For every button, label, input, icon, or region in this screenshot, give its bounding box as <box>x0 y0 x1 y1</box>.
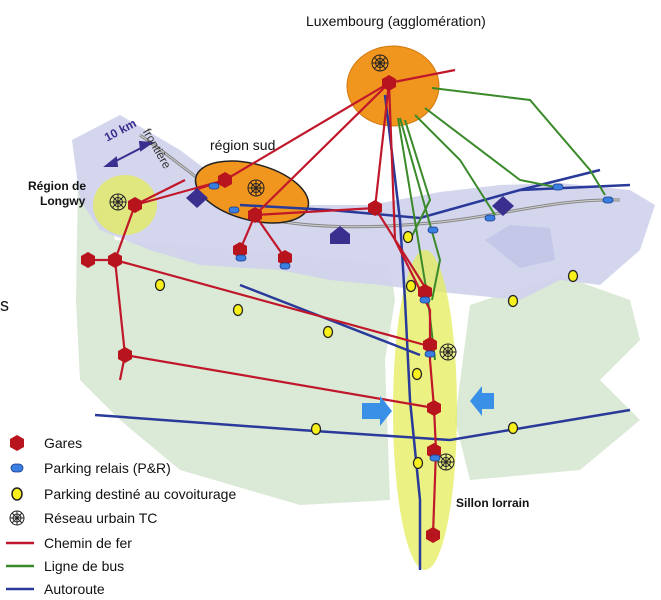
legend-parking-relais: Parking relais (P&R) <box>44 460 171 476</box>
parking-covoiturage <box>154 230 579 470</box>
gare <box>81 252 95 268</box>
region-sud-label: région sud <box>210 137 276 153</box>
gares <box>81 75 441 543</box>
diamond-marker <box>186 188 208 208</box>
web-icon <box>9 510 25 526</box>
gare <box>233 242 247 258</box>
urban-network-symbols <box>109 54 457 471</box>
gare <box>278 250 292 266</box>
diamond-marker <box>492 196 514 216</box>
legend-autoroute: Autoroute <box>44 581 105 597</box>
green-land-right <box>455 275 640 480</box>
gare <box>218 172 232 188</box>
gare <box>108 252 122 268</box>
legend-ligne-de-bus: Ligne de bus <box>44 558 125 574</box>
gare <box>368 200 382 216</box>
edge-text-fragment: s <box>0 295 9 315</box>
sillon-zone <box>393 250 457 570</box>
border-band-patch <box>485 225 555 268</box>
arrow-left-marker <box>470 386 494 416</box>
legend-reseau-urbain: Réseau urbain TC <box>44 510 158 526</box>
arrow-right-marker <box>362 396 392 426</box>
gare <box>426 527 440 543</box>
gare <box>118 347 132 363</box>
blue-pill-icon <box>10 463 24 473</box>
luxembourg-label: Luxembourg (agglomération) <box>306 13 486 29</box>
hexagon-red-icon <box>10 435 24 451</box>
gare <box>423 337 437 353</box>
entry-markers <box>186 188 514 426</box>
house-marker <box>330 226 350 244</box>
longwy-label-line1: Région de <box>28 179 87 193</box>
legend-symbols <box>6 435 34 591</box>
legend-chemin-de-fer: Chemin de fer <box>44 535 132 551</box>
sillon-label: Sillon lorrain <box>456 496 530 510</box>
yellow-circle-icon <box>11 487 23 501</box>
legend-covoiturage: Parking destiné au covoiturage <box>44 486 237 502</box>
gare <box>128 197 142 213</box>
railways <box>88 68 456 536</box>
parking-relais <box>208 182 614 462</box>
longwy-label-line2: Longwy <box>40 194 86 208</box>
legend-gares: Gares <box>44 435 83 451</box>
scale-arrow <box>103 140 154 167</box>
gare <box>382 75 396 91</box>
bus-lines <box>397 87 606 361</box>
gare <box>427 400 441 416</box>
gare <box>248 207 262 223</box>
gare <box>418 284 432 300</box>
